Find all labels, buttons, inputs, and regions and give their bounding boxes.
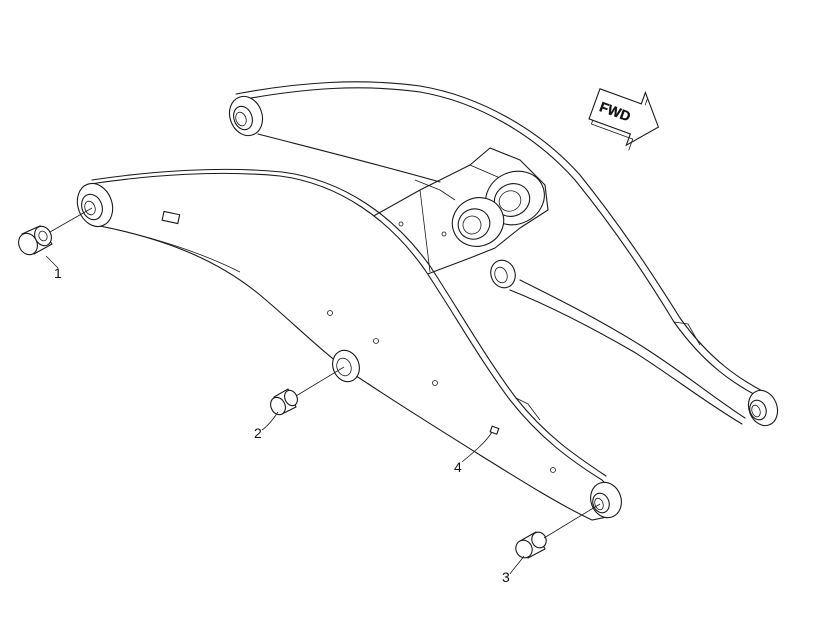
bushing-2 <box>270 388 298 416</box>
bushing-3 <box>515 531 547 559</box>
callout-1-label: 1 <box>54 265 62 281</box>
grease-fitting <box>489 425 500 435</box>
front-arm-top-pivot <box>76 182 114 228</box>
callout-3-label: 3 <box>502 569 510 585</box>
front-arm-wear-pad <box>161 210 181 225</box>
callout-4-label: 4 <box>454 459 462 475</box>
callout-3: 3 <box>502 555 525 585</box>
rear-arm-mid-boss <box>490 259 516 289</box>
bolt-hole <box>327 310 333 316</box>
bolt-hole <box>550 467 556 473</box>
callout-4: 4 <box>454 431 493 475</box>
assembly-lines <box>49 207 601 539</box>
rear-lift-arm <box>228 81 779 427</box>
cross-tube-assembly <box>369 147 549 276</box>
front-arm-mid-pivot <box>332 349 360 383</box>
bushing-1 <box>18 225 53 256</box>
front-arm-bucket-pivot <box>590 481 622 519</box>
bolt-hole <box>432 380 438 386</box>
cross-tube-boss-left <box>451 197 505 247</box>
rear-arm-bucket-pivot <box>747 389 779 427</box>
callout-2-label: 2 <box>254 425 262 441</box>
front-lift-arm <box>76 168 622 521</box>
callout-1: 1 <box>45 255 62 281</box>
rear-arm-top-pivot <box>228 95 264 137</box>
forward-direction-arrow: FWD <box>588 88 660 151</box>
bolt-hole <box>373 338 379 344</box>
callout-2: 2 <box>254 411 279 441</box>
